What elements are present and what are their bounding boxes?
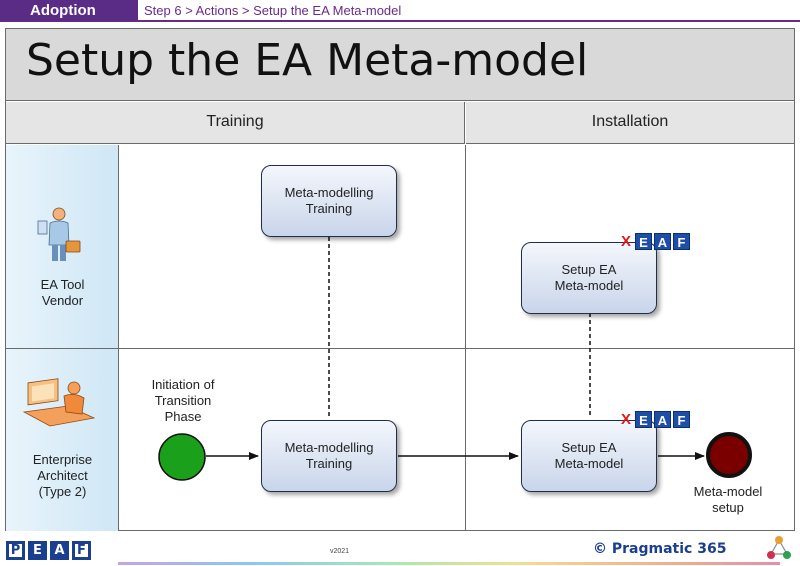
lane-label-line: Enterprise <box>32 452 93 467</box>
task-label: Setup EA <box>561 440 617 455</box>
task-label: Setup EA <box>561 262 617 277</box>
lane-label-text-vendor: EA Tool Vendor <box>6 277 119 309</box>
xeaf-letter: F <box>673 233 690 250</box>
xeaf-x: X <box>620 411 631 428</box>
breadcrumb[interactable]: Step 6 > Actions > Setup the EA Meta-mod… <box>144 3 402 18</box>
lane-divider <box>6 348 794 349</box>
lane-label-line: (Type 2) <box>38 484 87 499</box>
task-vendor-meta-modelling-training[interactable]: Meta-modelling Training <box>261 165 397 237</box>
start-event-circle[interactable] <box>157 432 207 482</box>
lane-label-line: EA Tool <box>40 277 85 292</box>
column-header-training: Training <box>6 102 465 144</box>
task-vendor-setup-ea-meta-model[interactable]: Setup EA Meta-model <box>521 242 657 314</box>
task-label: Meta-modelling <box>284 185 374 200</box>
event-label-line: Meta-model <box>693 484 763 499</box>
page-title: Setup the EA Meta-model <box>26 35 589 86</box>
column-divider <box>465 145 466 531</box>
event-label-line: Transition <box>154 393 212 408</box>
lane-label-architect <box>6 349 119 531</box>
start-event-label: Initiation of Transition Phase <box>128 377 238 425</box>
end-event-label: Meta-model setup <box>678 484 778 516</box>
xeaf-letter: A <box>654 411 671 428</box>
xeaf-letter: E <box>635 233 652 250</box>
vendor-person-icon <box>37 207 81 261</box>
task-architect-setup-ea-meta-model[interactable]: Setup EA Meta-model <box>521 420 657 492</box>
peaf-logo: P E A F <box>6 541 91 560</box>
xeaf-badge: X E A F <box>619 233 690 250</box>
molecule-icon <box>767 536 791 559</box>
architect-at-desk-icon <box>22 378 96 427</box>
copyright-label: © Pragmatic 365 <box>593 541 727 557</box>
section-tab[interactable]: Adoption <box>0 0 138 21</box>
xeaf-letter: E <box>635 411 652 428</box>
task-label: Meta-model <box>554 456 624 471</box>
version-label: v2021 <box>330 548 350 555</box>
diagram-frame: Setup the EA Meta-model Training Install… <box>5 28 795 531</box>
task-label: Training <box>305 456 353 471</box>
task-label: Meta-model <box>554 278 624 293</box>
column-header-installation: Installation <box>466 102 794 144</box>
event-label-line: Phase <box>164 409 202 424</box>
logo-letter: P <box>6 541 25 560</box>
title-band: Setup the EA Meta-model <box>6 29 794 101</box>
logo-letter: F <box>72 541 91 560</box>
task-label: Training <box>305 201 353 216</box>
logo-letter: A <box>50 541 69 560</box>
xeaf-letter: F <box>673 411 690 428</box>
footer-rainbow-bar <box>118 562 780 565</box>
lane-label-text-architect: Enterprise Architect (Type 2) <box>6 452 119 500</box>
xeaf-badge: X E A F <box>619 411 690 428</box>
event-label-line: Initiation of <box>151 377 215 392</box>
lane-label-line: Vendor <box>41 293 84 308</box>
event-label-line: setup <box>712 500 744 515</box>
logo-letter: E <box>28 541 47 560</box>
end-event-circle[interactable] <box>704 430 754 480</box>
xeaf-x: X <box>620 233 631 250</box>
lane-label-line: Architect <box>37 468 88 483</box>
task-label: Meta-modelling <box>284 440 374 455</box>
top-bar: Adoption Step 6 > Actions > Setup the EA… <box>0 0 800 22</box>
xeaf-letter: A <box>654 233 671 250</box>
task-architect-meta-modelling-training[interactable]: Meta-modelling Training <box>261 420 397 492</box>
